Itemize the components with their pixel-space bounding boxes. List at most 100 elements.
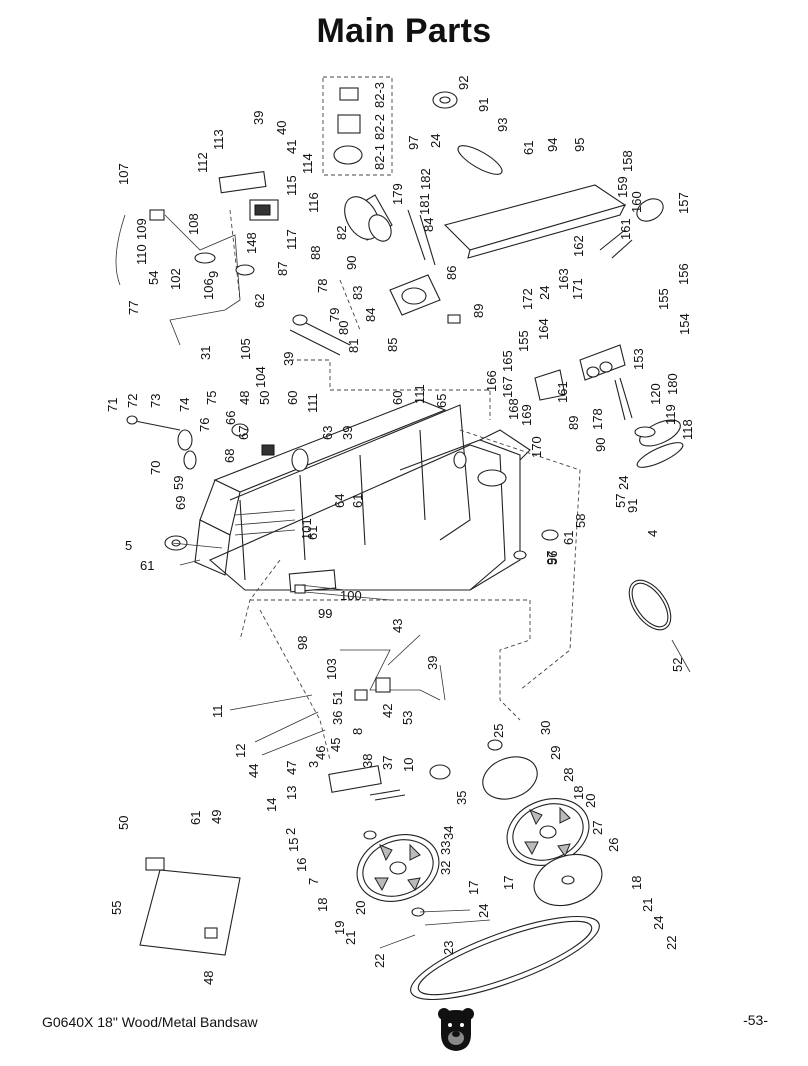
callout: 97	[406, 136, 421, 150]
callout: 118	[680, 419, 695, 440]
callout: 82-2	[372, 114, 387, 140]
callout: 115	[284, 175, 299, 196]
main-frame	[164, 399, 531, 593]
callout: 36	[330, 711, 345, 725]
callout: 161	[618, 218, 633, 240]
callout: 61	[521, 141, 536, 155]
callout: 155	[656, 288, 671, 310]
callout: 158	[620, 150, 635, 172]
callout: 5	[125, 538, 132, 553]
callout: 24	[428, 134, 443, 148]
callout: 72	[125, 394, 140, 408]
callout: 84	[363, 308, 378, 322]
callout: 21	[640, 898, 655, 912]
callout: 39	[425, 656, 440, 670]
callout: 17	[501, 876, 516, 890]
callout: 89	[566, 416, 581, 430]
callout: 76	[197, 418, 212, 432]
callout: 64	[332, 494, 347, 508]
callout: 65	[434, 394, 449, 408]
callout: 79	[327, 308, 342, 322]
callout: 82-3	[372, 82, 387, 108]
callout: 102	[168, 268, 183, 290]
callout: 67	[236, 426, 251, 440]
upper-guide-assembly	[126, 415, 467, 594]
callout: 108	[186, 213, 201, 235]
callout: 159	[615, 176, 630, 198]
callout: 165	[500, 350, 515, 372]
callout: 93	[495, 118, 510, 132]
callout: 18	[629, 876, 644, 890]
callout: 9	[206, 271, 221, 278]
callout: 154	[677, 313, 692, 335]
callout: 39	[281, 352, 296, 366]
callout: 38	[360, 754, 375, 768]
callout: 34	[441, 826, 456, 840]
callout: 45	[328, 738, 343, 752]
callout: 99	[318, 606, 332, 621]
callout: 84	[421, 218, 436, 232]
callout: 82-1	[372, 144, 387, 170]
callout: 63	[320, 426, 335, 440]
callout: 24	[651, 916, 666, 930]
callout: 61	[305, 526, 320, 540]
footer-model: G0640X 18" Wood/Metal Bandsaw	[42, 1014, 258, 1030]
callout: 8	[350, 728, 365, 735]
callout: 69	[173, 496, 188, 510]
callout: 98	[295, 636, 310, 650]
callout: 25	[491, 724, 506, 738]
callout: 116	[306, 192, 321, 213]
callout: 85	[385, 338, 400, 352]
callout: 103	[324, 658, 339, 680]
callout: 39	[251, 111, 266, 125]
callout: 13	[284, 786, 299, 800]
callout: 46	[313, 746, 328, 760]
callout: 90	[344, 256, 359, 270]
callout: 168	[506, 398, 521, 420]
callout: 50	[257, 391, 272, 405]
callout: 148	[244, 232, 259, 254]
callout: 47	[284, 761, 299, 775]
callout: 51	[330, 691, 345, 705]
callout: 77	[126, 301, 141, 315]
callout: 100	[340, 588, 362, 603]
callout: 48	[201, 971, 216, 985]
callout: 162	[571, 235, 586, 257]
callout: 24	[616, 476, 631, 490]
callout: 60	[285, 391, 300, 405]
callout: 160	[629, 191, 644, 213]
callout: 2	[283, 828, 298, 835]
callout: 92	[456, 76, 471, 90]
callout: 39	[340, 426, 355, 440]
callout: 61	[188, 811, 203, 825]
callout: 61	[561, 531, 576, 545]
callout: 82	[334, 226, 349, 240]
callout: 182	[418, 168, 433, 190]
callout: 153	[631, 348, 646, 370]
callout: 21	[343, 931, 358, 945]
callout: 33	[438, 841, 453, 855]
callout: 106	[201, 278, 216, 300]
callout: 11	[210, 705, 225, 719]
callout: 24	[476, 904, 491, 918]
callout: 60	[390, 391, 405, 405]
callout: 14	[264, 798, 279, 812]
guide-post-assembly	[513, 344, 633, 560]
callout: 61	[350, 494, 365, 508]
callout: 57	[613, 494, 628, 508]
callout: 78	[315, 279, 330, 293]
callout: 19	[332, 921, 347, 935]
callout: 166	[484, 370, 499, 392]
callout: 88	[308, 246, 323, 260]
assembly-guides	[229, 76, 581, 761]
callout: 107	[116, 163, 131, 185]
callout: 22	[372, 954, 387, 968]
callout: 157	[676, 192, 691, 214]
callout: 17	[466, 881, 481, 895]
pulley-belt-assembly	[432, 91, 684, 468]
bear-head-icon	[438, 1008, 474, 1051]
callout: 104	[253, 366, 268, 388]
callout: 181	[417, 193, 432, 215]
callout: 42	[380, 704, 395, 718]
callout: 12	[233, 744, 248, 758]
